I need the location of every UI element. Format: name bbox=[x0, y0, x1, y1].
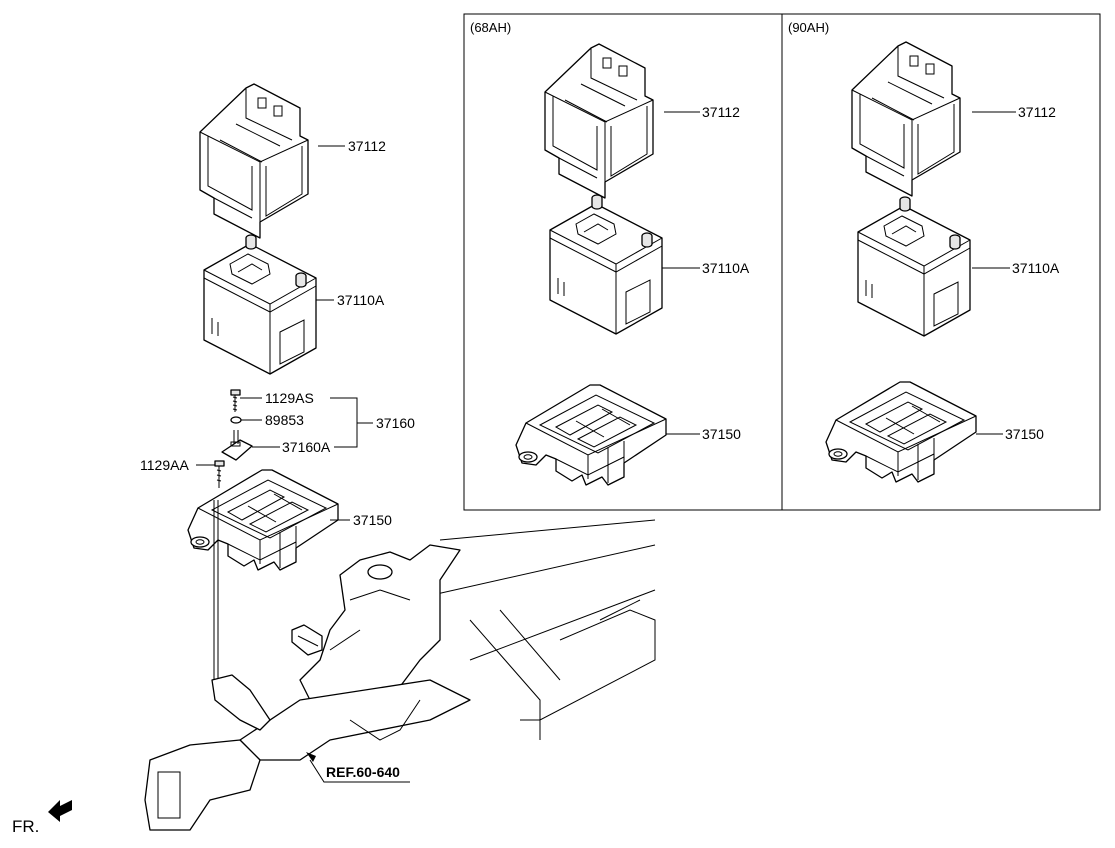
label-battery: 37110A bbox=[337, 292, 385, 308]
front-arrow-icon bbox=[48, 800, 72, 822]
label-battery-tray: 37150 bbox=[353, 512, 392, 528]
label-clamp-bracket: 37160A bbox=[282, 439, 331, 455]
label-cover-90ah: 37112 bbox=[1018, 104, 1056, 120]
label-clamp-assembly: 37160 bbox=[376, 415, 415, 431]
clamp-bracket-drawing bbox=[221, 430, 253, 461]
label-tray-bolt: 1129AA bbox=[140, 457, 189, 473]
tray-68ah-drawing bbox=[515, 384, 667, 486]
label-battery-cover: 37112 bbox=[348, 138, 386, 154]
battery-tray-drawing bbox=[187, 469, 339, 571]
battery-90ah-drawing bbox=[857, 196, 971, 337]
label-cover-68ah: 37112 bbox=[702, 104, 740, 120]
battery-drawing bbox=[203, 234, 317, 375]
front-indicator: FR. bbox=[12, 800, 72, 836]
label-tray-68ah: 37150 bbox=[702, 426, 741, 442]
cover-68ah-drawing bbox=[544, 43, 654, 199]
tray-bolt-drawing bbox=[214, 460, 225, 488]
reference-label: REF.60-640 bbox=[326, 764, 400, 780]
tray-90ah-drawing bbox=[825, 381, 977, 483]
label-battery-68ah: 37110A bbox=[702, 260, 750, 276]
battery-68ah-drawing bbox=[549, 194, 663, 335]
label-clamp-washer: 89853 bbox=[265, 412, 304, 428]
vehicle-frame-drawing bbox=[144, 519, 656, 831]
label-clamp-bolt: 1129AS bbox=[265, 390, 314, 406]
front-indicator-label: FR. bbox=[12, 817, 39, 836]
variant-header-90ah: (90AH) bbox=[788, 20, 829, 35]
label-tray-90ah: 37150 bbox=[1005, 426, 1044, 442]
cover-90ah-drawing bbox=[851, 41, 961, 197]
clamp-washer-drawing bbox=[230, 416, 242, 424]
battery-cover-drawing bbox=[199, 83, 309, 239]
clamp-bolt-drawing bbox=[230, 389, 241, 412]
label-battery-90ah: 37110A bbox=[1012, 260, 1060, 276]
variant-header-68ah: (68AH) bbox=[470, 20, 511, 35]
